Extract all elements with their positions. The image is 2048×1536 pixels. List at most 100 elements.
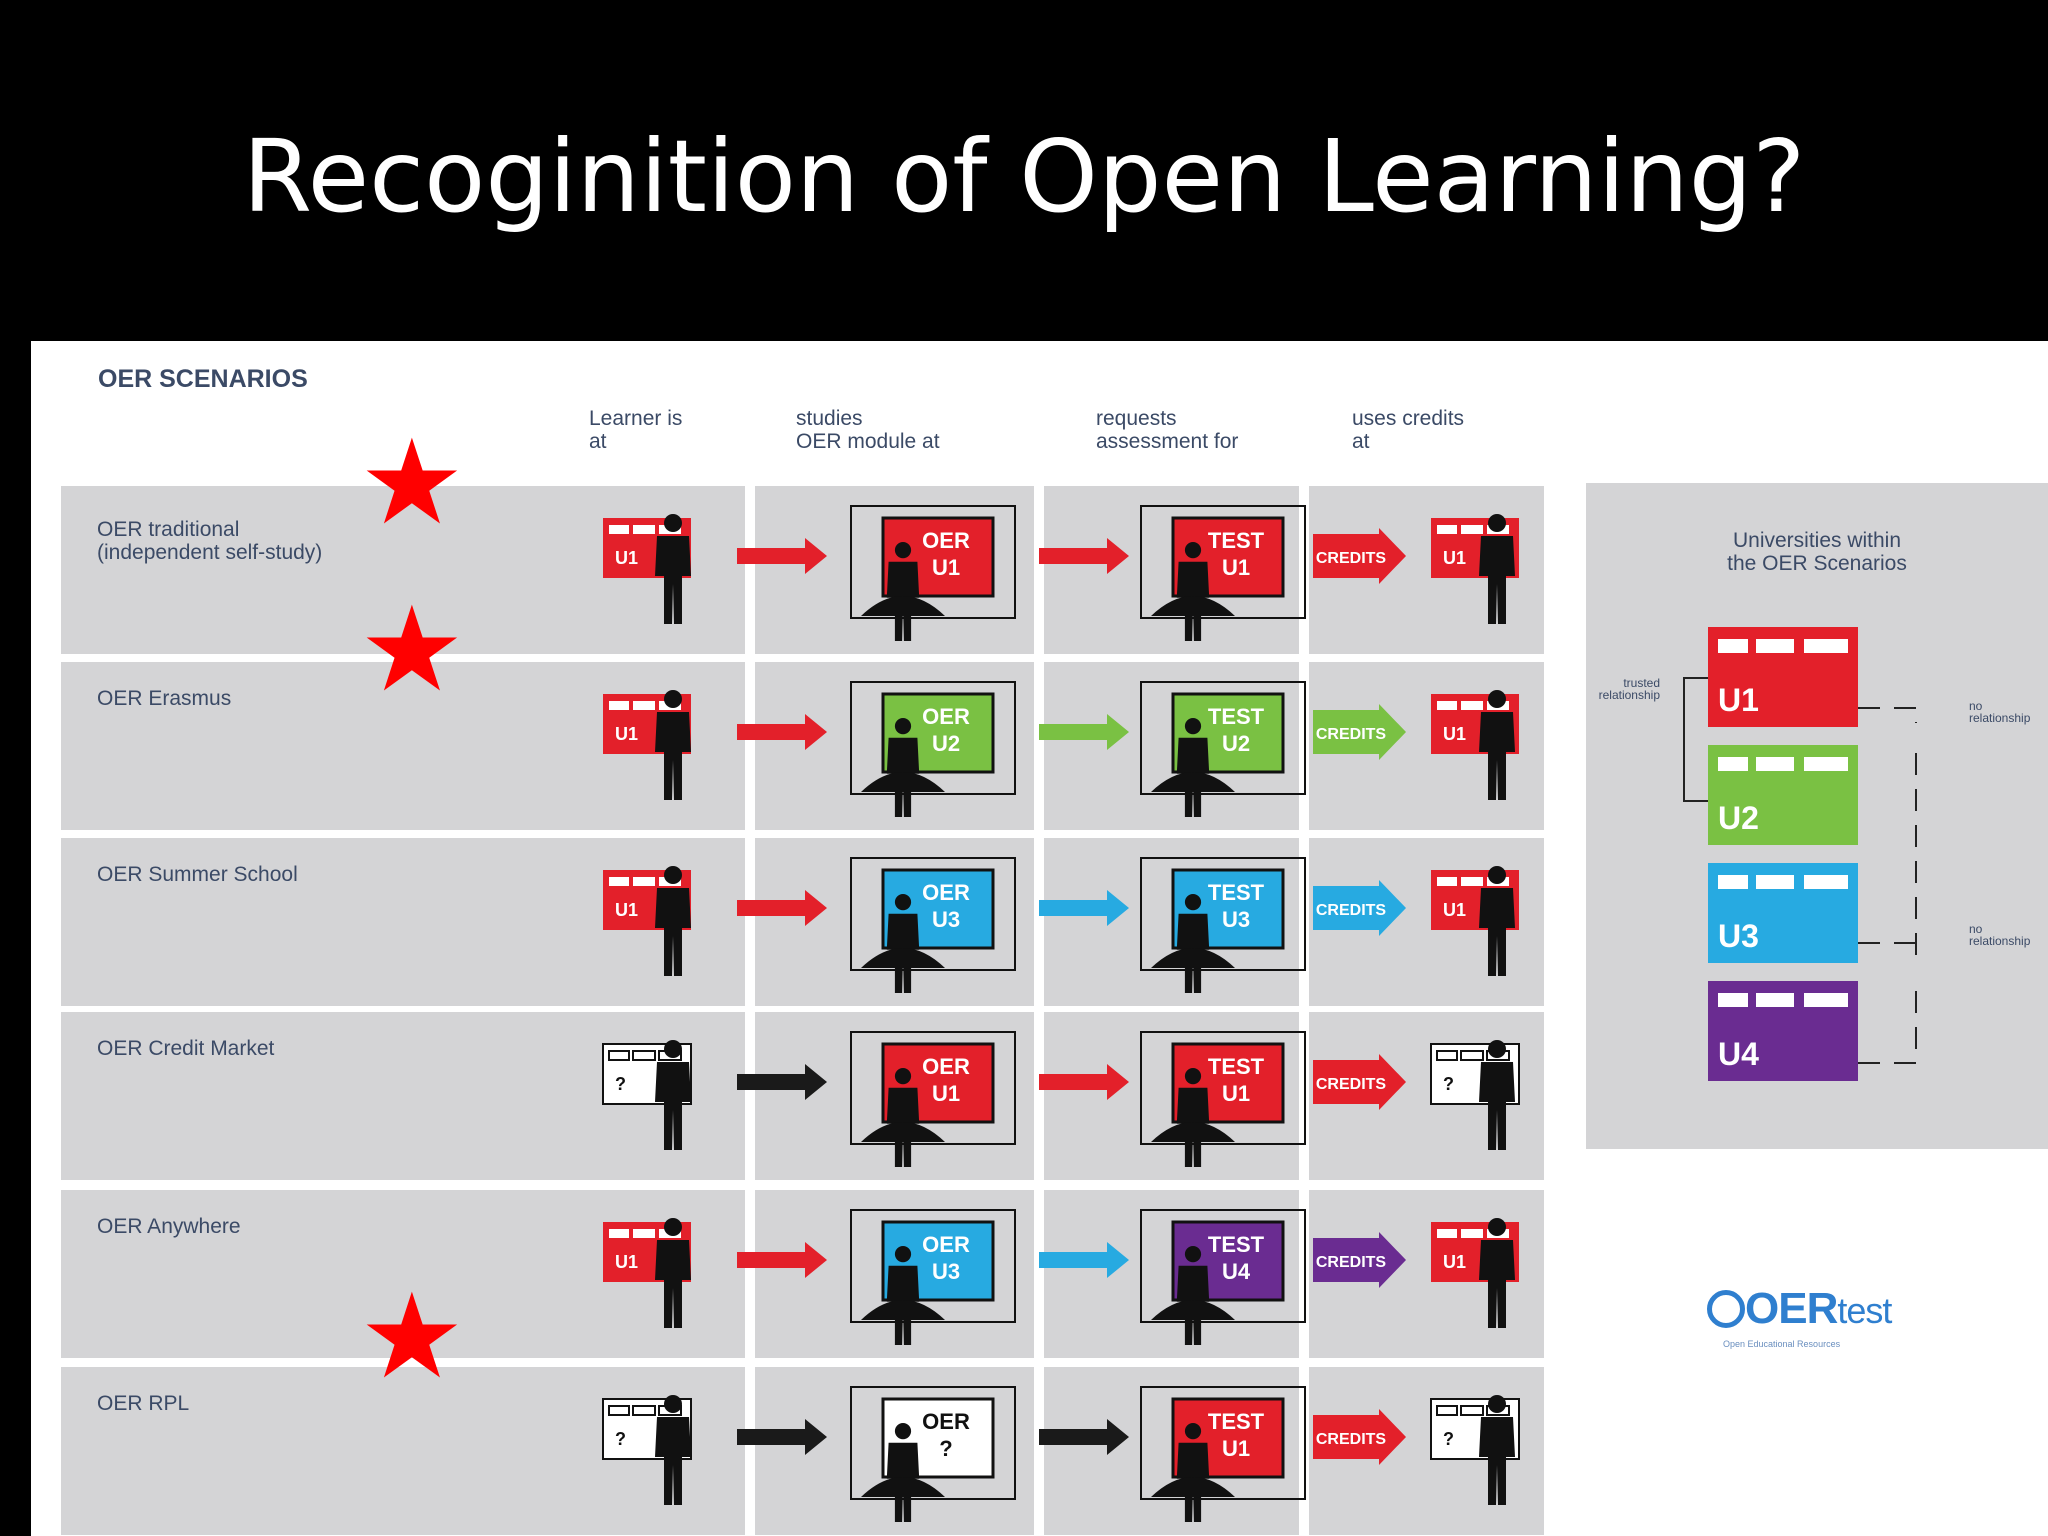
learner-person-icon [655,1218,691,1328]
building-tab [1756,757,1794,771]
screen-title: OER [922,1054,970,1079]
building-tab [1718,875,1748,889]
screen-title: OER [922,1409,970,1434]
building-label: U1 [1443,900,1466,920]
credits-arrow: CREDITS [1313,704,1406,760]
credits-arrow: CREDITS [1313,1232,1406,1288]
screen-title: OER [922,880,970,905]
building-label: U1 [1443,1252,1466,1272]
credits-arrow: CREDITS [1313,880,1406,936]
screen-title: OER [922,528,970,553]
column-divider [1034,1367,1044,1535]
column-divider [745,1367,755,1535]
scenario-label: OER RPL [97,1392,190,1415]
building-tab [1804,875,1848,889]
uses-credits-person-icon [1479,690,1515,800]
universities-panel: Universities within the OER Scenarios U1… [1586,483,2048,1149]
assessment-arrow [1039,1064,1129,1100]
screen-title: TEST [1208,704,1265,729]
credits-label: CREDITS [1316,902,1387,919]
screen-title: TEST [1208,528,1265,553]
university-label: U1 [1718,682,1759,718]
learner-person-icon [655,1040,691,1150]
highlight-star-icon: ★ [359,413,465,551]
column-divider [1034,662,1044,830]
column-divider [745,1012,755,1180]
highlight-star-icon: ★ [359,1267,465,1405]
column-divider [745,1190,755,1358]
screen-unit: U3 [1222,907,1250,932]
building-tab [1756,993,1794,1007]
credits-arrow: CREDITS [1313,1409,1406,1465]
scenario-row: OER traditional (independent self-study)… [61,486,1544,654]
column-divider [745,838,755,1006]
uses-credits-person-icon [1479,1040,1515,1150]
screen-unit: U2 [1222,731,1250,756]
building-tab [1718,757,1748,771]
university-block: U3 [1708,863,1858,963]
study-arrow [737,1064,827,1100]
building-label: ? [615,1429,626,1449]
learner-person-icon [655,1395,691,1505]
column-header-assessment: requests assessment for [1096,407,1239,453]
column-divider [1034,1190,1044,1358]
building-label: U1 [1443,724,1466,744]
assessment-arrow [1039,1419,1129,1455]
study-arrow [737,714,827,750]
university-label: U2 [1718,800,1759,836]
uses-credits-person-icon [1479,514,1515,624]
trusted-relationship-label: trusted relationship [1598,676,1660,702]
credits-label: CREDITS [1316,1076,1387,1093]
building-tab [1718,639,1748,653]
column-divider [1034,486,1044,654]
learner-person-icon [655,866,691,976]
learner-person-icon [655,514,691,624]
column-divider [745,486,755,654]
building-label: U1 [615,724,638,744]
no-relationship-label-top: no relationship [1969,699,2031,725]
building-label: ? [1443,1074,1454,1094]
study-arrow [737,1419,827,1455]
building-label: U1 [615,548,638,568]
credits-arrow: CREDITS [1313,528,1406,584]
credits-label: CREDITS [1316,1254,1387,1271]
uses-credits-person-icon [1479,1395,1515,1505]
column-divider [1034,838,1044,1006]
building-label: U1 [1443,548,1466,568]
column-header-learner: Learner is at [589,407,683,453]
screen-unit: U2 [932,731,960,756]
credits-label: CREDITS [1316,1431,1387,1448]
scenario-label: OER Credit Market [97,1037,275,1060]
assessment-arrow [1039,1242,1129,1278]
no-relationship-label-bottom: no relationship [1969,922,2031,948]
study-arrow [737,1242,827,1278]
screen-title: TEST [1208,1054,1265,1079]
relationship-line [1683,677,1708,802]
screen-unit: U1 [1222,555,1250,580]
assessment-arrow [1039,538,1129,574]
screen-unit: U1 [932,1081,960,1106]
relationship-line [1858,707,1917,723]
logo-wordmark: OERtest [1745,1284,1892,1333]
building-tab [1804,639,1848,653]
scenario-label: OER traditional (independent self-study) [97,518,323,564]
scenario-label: OER Anywhere [97,1215,241,1238]
building-label: ? [1443,1429,1454,1449]
building-tab [1756,639,1794,653]
